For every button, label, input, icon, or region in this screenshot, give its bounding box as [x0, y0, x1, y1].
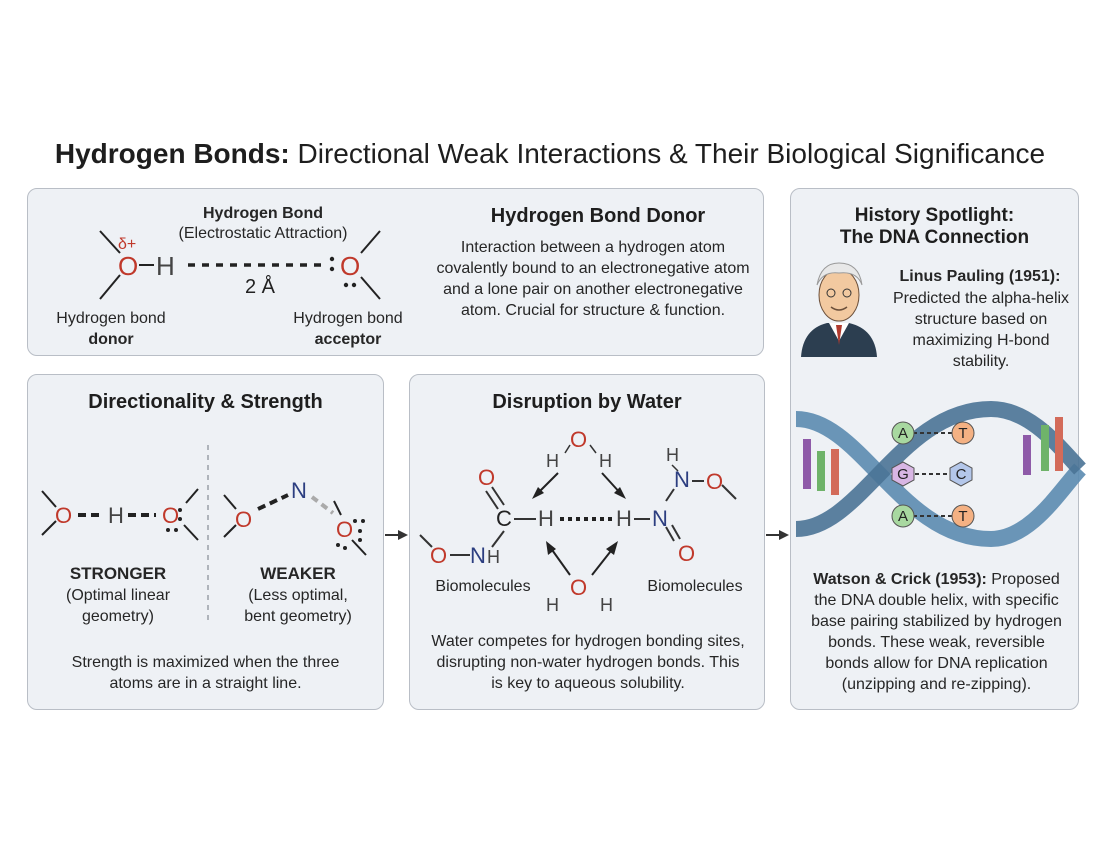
nitrogen-left: N	[470, 543, 486, 568]
nitro-oxygen: O	[678, 541, 695, 566]
base-c: C	[956, 466, 967, 483]
history-heading-2: The DNA Connection	[839, 227, 1030, 248]
distance-label: 2 Å	[245, 275, 276, 298]
acceptor-oxygen: O	[340, 251, 360, 281]
strong-hydrogen: H	[108, 503, 124, 528]
top-water-h1: H	[546, 451, 559, 471]
donor-heading: Hydrogen Bond Donor	[490, 205, 706, 227]
bottom-water-h2: H	[600, 595, 613, 615]
directionality-heading: Directionality & Strength	[88, 391, 323, 413]
nitrogen-right: N	[652, 506, 668, 531]
oxygen-left-bottom: O	[430, 543, 447, 568]
weak-donor-oxygen: O	[235, 507, 252, 532]
carbon-left: C	[496, 506, 512, 531]
weak-nitrogen: N	[291, 478, 307, 503]
watson-crick-body: Proposed the DNA double helix, with spec…	[811, 571, 1062, 693]
pauling-text: Predicted the alpha-helix structure base…	[892, 290, 1070, 370]
directionality-panel: Directionality & Strength O H O O N O ST…	[27, 374, 384, 710]
diagram-subtitle: (Electrostatic Attraction)	[178, 225, 348, 242]
water-diagram: O H H O C H N H O H N O N H O	[419, 427, 737, 615]
hydrogen-bond-diagram: δ+ O H O 2 Å	[99, 230, 381, 300]
base-a1: A	[898, 425, 908, 442]
bottom-water-h1: H	[546, 595, 559, 615]
delta-plus: δ+	[118, 236, 136, 253]
pauling-portrait	[801, 262, 877, 357]
right-biomolecules: Biomolecules	[647, 578, 743, 595]
top-water-h2: H	[599, 451, 612, 471]
title-bold: Hydrogen Bonds:	[54, 138, 290, 169]
directionality-diagram: O H O O N O	[41, 445, 367, 625]
hydrogen-bond-panel: Hydrogen Bond (Electrostatic Attraction)…	[27, 188, 764, 356]
left-biomolecules: Biomolecules	[435, 578, 531, 595]
acceptor-bold: acceptor	[314, 331, 382, 348]
pauling-name: Linus Pauling (1951):	[899, 268, 1061, 285]
donor-bold: donor	[88, 331, 134, 348]
diagram-title: Hydrogen Bond	[203, 205, 323, 222]
base-g: G	[897, 466, 909, 483]
donor-description: Interaction between a hydrogen atom cova…	[436, 239, 750, 319]
history-panel: History Spotlight: The DNA Connection	[790, 188, 1086, 710]
history-illustrations: A T G C A T	[795, 262, 1086, 548]
bottom-water-oxygen: O	[570, 575, 587, 600]
watson-crick-name: Watson & Crick (1953):	[813, 571, 987, 588]
carbonyl-oxygen-left: O	[478, 465, 495, 490]
top-water-oxygen: O	[570, 427, 587, 452]
base-a2: A	[898, 508, 908, 525]
donor-hydrogen: H	[156, 251, 175, 281]
dna-helix: A T G C A T	[795, 400, 1086, 548]
title-rest: Directional Weak Interactions & Their Bi…	[289, 138, 1046, 169]
base-t1: T	[958, 425, 967, 442]
page-title: Hydrogen Bonds: Directional Weak Interac…	[0, 138, 1100, 170]
strong-donor-oxygen: O	[55, 503, 72, 528]
water-panel: Disruption by Water O H H O C H N H O H …	[409, 374, 765, 710]
donor-label: Hydrogen bond	[56, 310, 166, 327]
base-t2: T	[958, 508, 967, 525]
stronger-label: STRONGER	[69, 564, 167, 583]
weaker-desc: (Less optimal, bent geometry)	[244, 587, 352, 625]
directionality-footer: Strength is maximized when the three ato…	[71, 654, 340, 692]
hydrogen-left: H	[538, 506, 554, 531]
nitrogen-top-right: N	[674, 467, 690, 492]
weaker-label: WEAKER	[260, 564, 336, 583]
water-heading: Disruption by Water	[492, 391, 682, 413]
weak-acceptor-oxygen: O	[336, 517, 353, 542]
oxygen-top-right: O	[706, 469, 723, 494]
strong-acceptor-oxygen: O	[162, 503, 179, 528]
watson-crick-text: Watson & Crick (1953): Proposed the DNA …	[809, 569, 1064, 695]
nitrogen-top-h: H	[666, 445, 679, 465]
history-heading-1: History Spotlight:	[854, 205, 1015, 226]
nh-hydrogen: H	[487, 547, 500, 567]
stronger-desc: (Optimal linear geometry)	[65, 587, 171, 625]
hydrogen-right: H	[616, 506, 632, 531]
acceptor-label: Hydrogen bond	[293, 310, 403, 327]
donor-oxygen: O	[118, 251, 138, 281]
water-footer: Water competes for hydrogen bonding site…	[431, 633, 745, 692]
